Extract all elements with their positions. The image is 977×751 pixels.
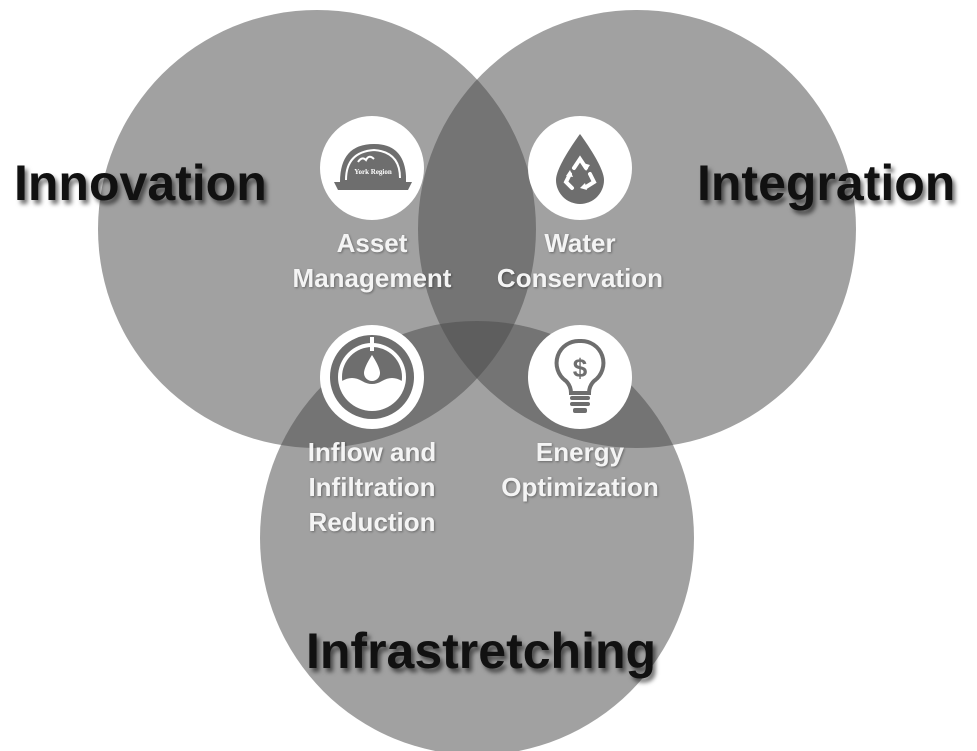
caption-line: Conservation <box>496 263 664 293</box>
caption-line: Water <box>544 228 616 258</box>
york-region-logo-text: York Region <box>354 168 392 176</box>
energy-optimization-item: $ Energy Optimization <box>480 325 680 505</box>
infrastretching-label: Infrastretching <box>306 623 657 679</box>
asset-management-caption: Asset Management <box>272 226 472 296</box>
energy-optimization-caption: Energy Optimization <box>480 435 680 505</box>
water-conservation-item: Water Conservation <box>480 116 680 296</box>
dollar-lightbulb-icon: $ <box>528 325 632 429</box>
caption-line: Infiltration <box>308 472 436 502</box>
caption-line: Reduction <box>308 507 436 537</box>
inflow-infiltration-item: Inflow and Infiltration Reduction <box>272 325 472 540</box>
hard-hat-icon: York Region <box>320 116 424 220</box>
caption-line: Inflow and <box>307 437 437 467</box>
caption-line: Optimization <box>501 472 659 502</box>
water-drop-recycle-icon <box>528 116 632 220</box>
innovation-label: Innovation <box>14 155 267 211</box>
water-conservation-caption: Water Conservation <box>480 226 680 296</box>
caption-line: Asset <box>336 228 408 258</box>
asset-management-item: York Region Asset Management <box>272 116 472 296</box>
integration-label: Integration <box>697 155 956 211</box>
caption-line: Management <box>292 263 452 293</box>
inflow-infiltration-caption: Inflow and Infiltration Reduction <box>272 435 472 540</box>
svg-text:$: $ <box>573 353 588 383</box>
water-level-drop-icon <box>320 325 424 429</box>
caption-line: Energy <box>535 437 625 467</box>
